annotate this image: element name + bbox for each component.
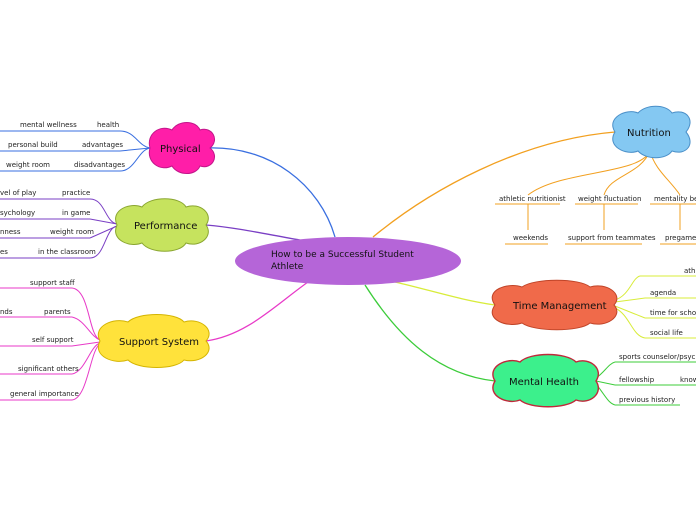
mental-leaf-fellowship: fellowship	[619, 376, 655, 384]
topic-performance-label: Performance	[134, 221, 197, 232]
central-topic-line1: How to be a Successful Student	[271, 250, 414, 260]
time-leaf-time-for-school: time for school a	[650, 309, 696, 317]
performance-leaf-fitness: nness	[0, 228, 21, 236]
central-topic[interactable]: How to be a Successful Student Athlete	[235, 237, 461, 285]
topic-mental[interactable]: Mental Health	[492, 353, 599, 408]
physical-leaf-weight-room: weight room	[6, 161, 50, 169]
performance-leaf-psychology: sychology	[0, 209, 35, 217]
performance-leaf-in-the-classroom: in the classroom	[38, 248, 96, 256]
branch-physical	[205, 147, 336, 238]
topic-nutrition[interactable]: Nutrition	[612, 105, 691, 159]
time-leaf-agenda: agenda	[650, 289, 676, 297]
time-leaves	[614, 275, 696, 339]
nutrition-leaf-support-from-teammates: support from teammates	[568, 234, 656, 242]
topic-physical-label: Physical	[160, 144, 201, 155]
branch-performance	[205, 224, 301, 241]
performance-leaf-in-game: in game	[62, 209, 90, 217]
nutrition-leaf-mentality-behind: mentality behi	[654, 195, 696, 203]
physical-leaf-advantages: advantages	[82, 141, 123, 149]
time-leaf-athletics: ath	[684, 267, 695, 275]
nutrition-leaf-weekends: weekends	[513, 234, 548, 242]
performance-leaves	[0, 198, 118, 259]
support-leaf-significant-others: significant others	[18, 365, 79, 373]
topic-time-label: Time Management	[512, 301, 607, 312]
support-leaf-self-support: self support	[32, 336, 74, 344]
physical-leaf-health: health	[97, 121, 119, 129]
topic-performance[interactable]: Performance	[115, 198, 209, 252]
performance-leaf-es: es	[0, 248, 8, 256]
mental-leaf-previous-history: previous history	[619, 396, 675, 404]
support-leaf-parents: parents	[44, 308, 71, 316]
branch-mental	[364, 284, 496, 382]
branch-support	[205, 274, 319, 342]
topic-physical[interactable]: Physical	[148, 122, 215, 174]
topic-nutrition-label: Nutrition	[627, 128, 671, 139]
performance-leaf-level-of-play: vel of play	[0, 189, 36, 197]
support-leaf-support-staff: support staff	[30, 279, 75, 287]
mental-leaf-sports-counselor: sports counselor/psycholog	[619, 353, 696, 361]
performance-leaf-practice: practice	[62, 189, 90, 197]
topic-mental-label: Mental Health	[509, 377, 579, 388]
performance-leaf-weight-room: weight room	[50, 228, 94, 236]
nutrition-leaf-weight-fluctuation: weight fluctuation	[578, 195, 641, 203]
time-leaf-social-life: social life	[650, 329, 683, 337]
mental-leaf-knowledge: know	[680, 376, 696, 384]
nutrition-leaf-athletic-nutritionist: athletic nutritionist	[499, 195, 566, 203]
physical-leaves	[0, 130, 151, 172]
topic-support[interactable]: Support System	[97, 314, 210, 368]
support-leaf-friends: nds	[0, 308, 13, 316]
support-leaves	[0, 287, 101, 401]
physical-leaf-mental-wellness: mental wellness	[20, 121, 77, 129]
topic-time[interactable]: Time Management	[491, 279, 618, 331]
nutrition-leaf-pregame-food: pregame f	[665, 234, 696, 242]
nutrition-leaves	[495, 150, 696, 245]
topic-support-label: Support System	[119, 337, 199, 348]
branch-time	[394, 281, 496, 306]
physical-leaf-personal-build: personal build	[8, 141, 58, 149]
central-topic-line2: Athlete	[271, 262, 304, 272]
support-leaf-general-importance: general importance	[10, 390, 79, 398]
branch-nutrition	[372, 131, 616, 238]
physical-leaf-disadvantages: disadvantages	[74, 161, 125, 169]
